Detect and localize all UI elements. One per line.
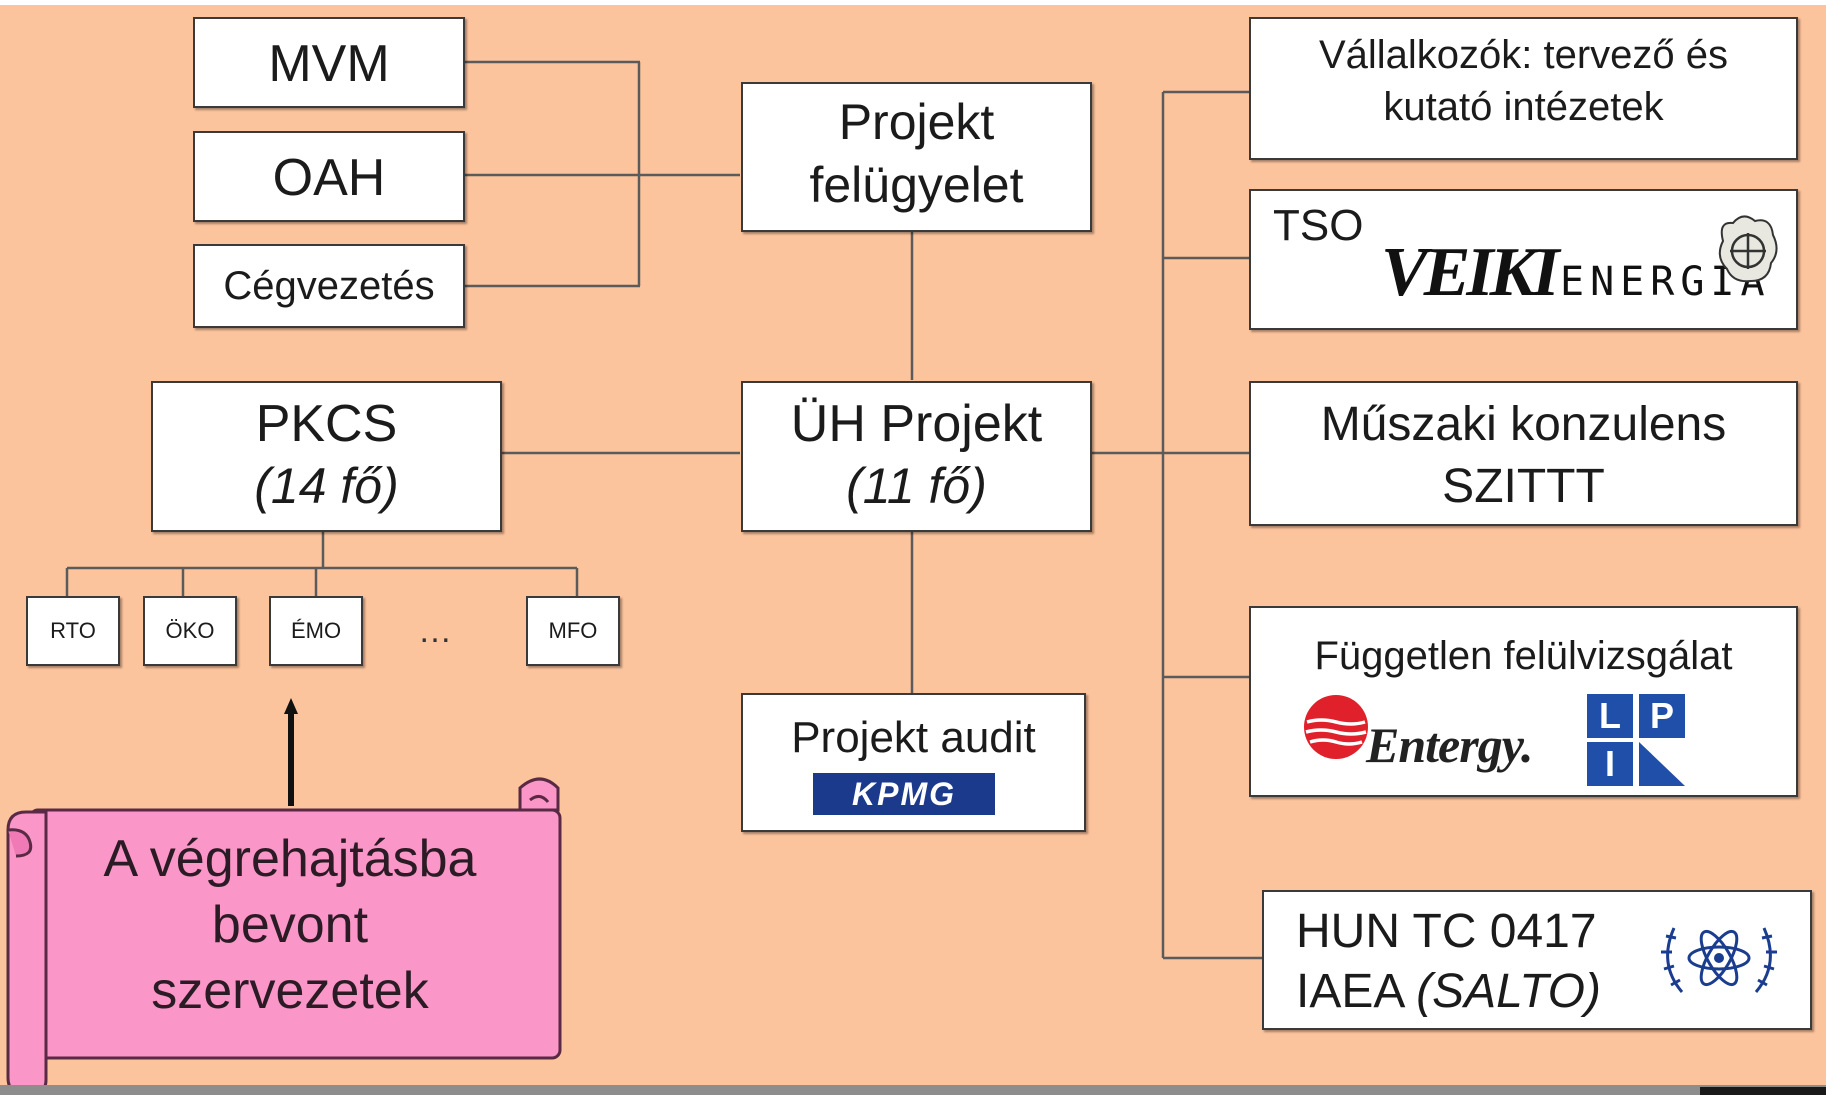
kpmg-logo-text: KPMG [852, 776, 956, 812]
mvm-label: MVM [268, 35, 390, 93]
vallalkozok-line2: kutató intézetek [1383, 85, 1664, 129]
projekt-felugyelet-line1: Projekt [838, 94, 995, 150]
entergy-wordmark: Entergy. [1366, 717, 1534, 773]
entergy-logo-icon [1304, 695, 1368, 759]
tso-label: TSO [1273, 201, 1364, 250]
scroll-line2: bevont [211, 896, 369, 954]
veiki-logo-mark: VEIKI [1381, 234, 1560, 311]
sub-unit-label: MFO [548, 618, 598, 643]
projekt-audit-label: Projekt audit [791, 713, 1036, 762]
hun-tc-line2: IAEA (SALTO) [1296, 964, 1601, 1019]
lpi-letter-i: I [1587, 742, 1633, 786]
mvm-box: MVM [193, 17, 465, 108]
lpi-triangle-icon [1639, 742, 1685, 786]
veiki-energia-logo: VEIKI ENERGIA [1381, 233, 1765, 315]
bottom-corner-strip [1700, 1087, 1826, 1095]
sub-unit-label: RTO [50, 618, 96, 643]
nuclear-emblem-icon [1718, 215, 1778, 283]
sub-unit-mfo: MFO [526, 596, 620, 666]
vallalkozok-box: Vállalkozók: tervező és kutató intézetek [1249, 17, 1798, 160]
fuggetlen-label: Független felülvizsgálat [1314, 634, 1733, 678]
tso-box: TSO VEIKI ENERGIA [1249, 189, 1798, 330]
scroll-line3: szervezetek [151, 962, 429, 1020]
cegvezetes-label: Cégvezetés [223, 264, 435, 308]
pkcs-headcount: (14 fő) [254, 458, 399, 514]
scroll-callout-text: A végrehajtásba bevont szervezetek [60, 826, 520, 1024]
uh-projekt-headcount: (11 fő) [846, 458, 987, 514]
sub-unit-emo: ÉMO [269, 596, 363, 666]
oah-label: OAH [272, 149, 386, 207]
iaea-emblem-icon [1661, 927, 1777, 993]
kpmg-logo: KPMG [813, 773, 995, 815]
projekt-felugyelet-line2: felügyelet [809, 157, 1024, 213]
projekt-felugyelet-box: Projekt felügyelet [741, 82, 1092, 232]
lpi-logo: L P I [1587, 694, 1685, 786]
bottom-strip [0, 1085, 1826, 1095]
salto-label: (SALTO) [1416, 965, 1601, 1018]
lpi-letter-p: P [1639, 694, 1685, 738]
scroll-callout-shape [6, 777, 562, 1095]
hun-tc-line1: HUN TC 0417 [1296, 905, 1597, 958]
sub-unit-label: ÉMO [290, 618, 342, 643]
projekt-audit-box: Projekt audit KPMG [741, 693, 1086, 832]
muszaki-line1: Műszaki konzulens [1320, 398, 1727, 451]
fuggetlen-box: Független felülvizsgálat Entergy. L P I [1249, 606, 1798, 797]
uh-projekt-box: ÜH Projekt (11 fő) [741, 381, 1092, 532]
iaea-label: IAEA [1296, 965, 1403, 1018]
lpi-letter-l: L [1587, 694, 1633, 738]
cegvezetes-box: Cégvezetés [193, 244, 465, 328]
hun-tc-box: HUN TC 0417 IAEA (SALTO) [1262, 890, 1812, 1030]
muszaki-line2: SZITTT [1442, 460, 1605, 513]
muszaki-konzulens-box: Műszaki konzulens SZITTT [1249, 381, 1798, 526]
vallalkozok-line1: Vállalkozók: tervező és [1318, 33, 1729, 77]
sub-unit-oko: ÖKO [143, 596, 237, 666]
uh-projekt-title: ÜH Projekt [790, 395, 1043, 453]
pkcs-title: PKCS [255, 395, 398, 453]
oah-box: OAH [193, 131, 465, 222]
sub-unit-rto: RTO [26, 596, 120, 666]
sub-unit-label: ÖKO [165, 618, 215, 643]
ellipsis-text: … [418, 612, 454, 650]
scroll-line1: A végrehajtásba [103, 830, 477, 888]
pkcs-box: PKCS (14 fő) [151, 381, 502, 532]
